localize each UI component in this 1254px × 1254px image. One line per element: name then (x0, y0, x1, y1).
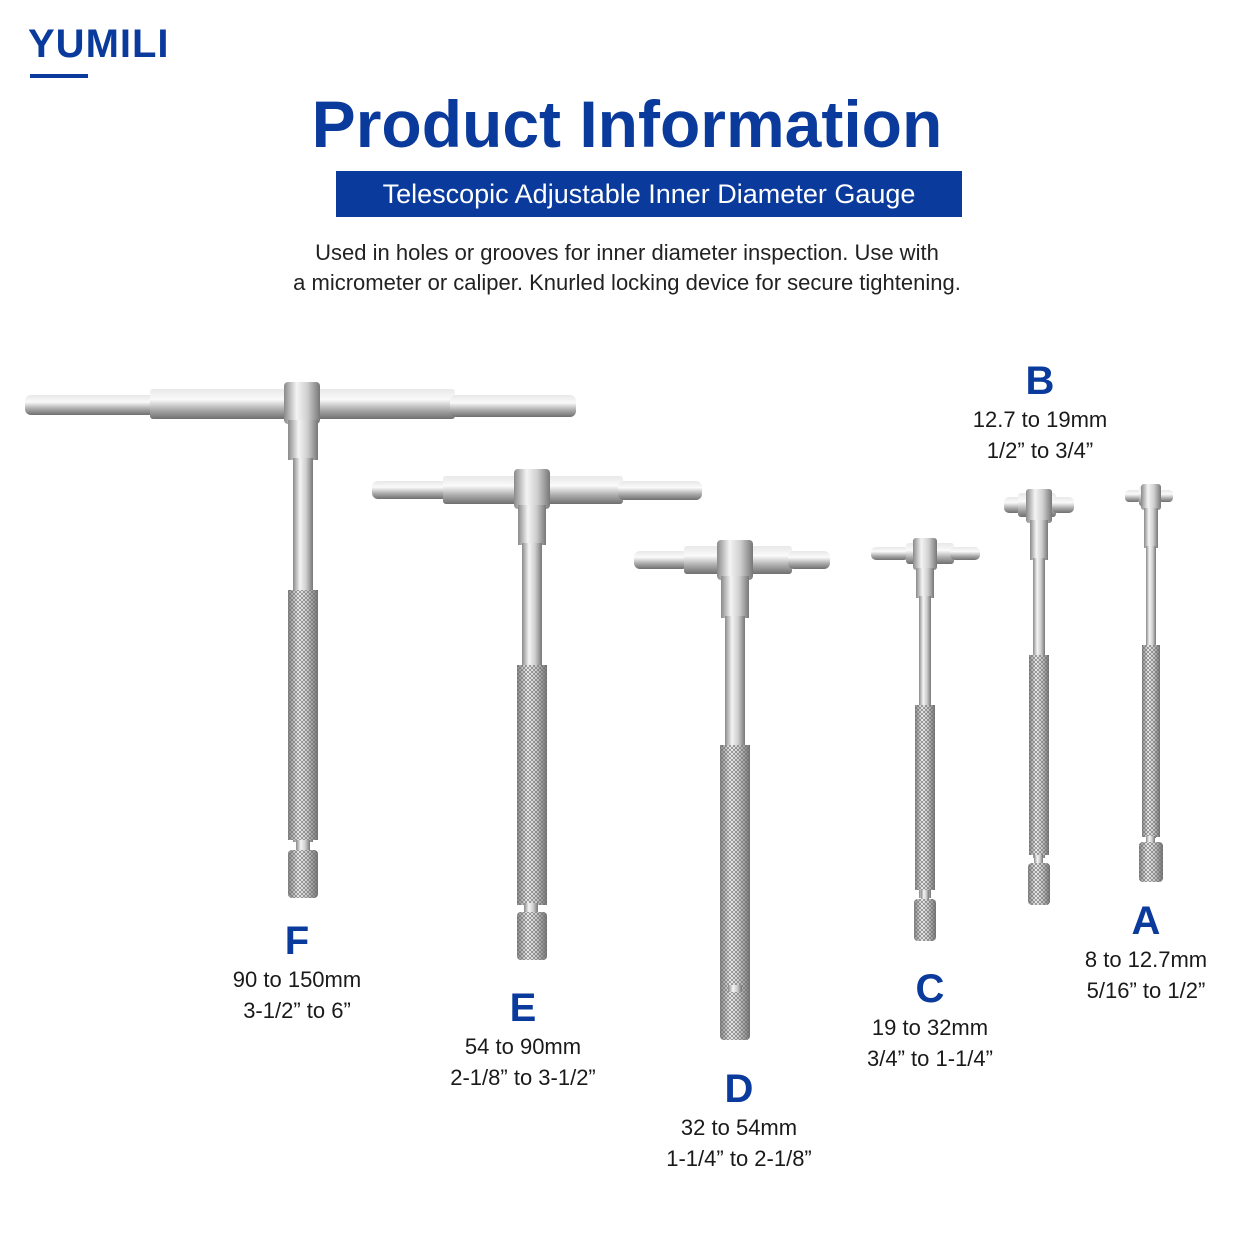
gauge-letter: F (284, 919, 310, 963)
gauge-range-mm: 32 to 54mm (680, 1115, 798, 1140)
gauge-range-inch: 1-1/4” to 2-1/8” (666, 1146, 812, 1171)
subtitle-banner: Telescopic Adjustable Inner Diameter Gau… (336, 171, 962, 217)
gauge-letter: B (1025, 359, 1055, 403)
gauge-label-e: E 54 to 90mm 2-1/8” to 3-1/2” (450, 985, 596, 1093)
gauge-letter: D (724, 1067, 754, 1111)
description-line-2: a micrometer or caliper. Knurled locking… (293, 270, 961, 295)
gauge-e (372, 469, 702, 960)
gauge-label-b: B 12.7 to 19mm 1/2” to 3/4” (973, 358, 1108, 466)
description: Used in holes or grooves for inner diame… (0, 238, 1254, 298)
gauge-b (1004, 489, 1074, 905)
gauge-range-mm: 19 to 32mm (871, 1015, 989, 1040)
description-line-1: Used in holes or grooves for inner diame… (315, 240, 939, 265)
gauge-letter: E (509, 986, 537, 1030)
gauge-range-inch: 5/16” to 1/2” (1086, 978, 1206, 1003)
gauge-range-mm: 12.7 to 19mm (972, 407, 1108, 432)
gauge-range-inch: 1/2” to 3/4” (986, 438, 1094, 463)
gauge-letter: C (915, 967, 945, 1011)
brand-underline (30, 74, 88, 78)
gauge-d (634, 540, 830, 1040)
gauge-range-inch: 2-1/8” to 3-1/2” (450, 1065, 596, 1090)
brand-logo: YUMILI (28, 22, 170, 66)
gauge-range-mm: 90 to 150mm (232, 967, 362, 992)
gauge-range-mm: 8 to 12.7mm (1084, 947, 1208, 972)
gauge-c (871, 538, 980, 941)
gauge-label-c: C 19 to 32mm 3/4” to 1-1/4” (867, 966, 993, 1074)
gauge-label-a: A 8 to 12.7mm 5/16” to 1/2” (1085, 898, 1207, 1006)
page-title: Product Information (311, 87, 943, 161)
gauge-letter: A (1131, 899, 1161, 943)
gauge-label-f: F 90 to 150mm 3-1/2” to 6” (233, 918, 361, 1026)
gauge-range-mm: 54 to 90mm (464, 1034, 582, 1059)
gauge-f (25, 382, 576, 898)
gauge-label-d: D 32 to 54mm 1-1/4” to 2-1/8” (666, 1066, 812, 1174)
gauge-range-inch: 3/4” to 1-1/4” (867, 1046, 993, 1071)
gauge-a (1125, 484, 1173, 882)
gauge-range-inch: 3-1/2” to 6” (243, 998, 351, 1023)
